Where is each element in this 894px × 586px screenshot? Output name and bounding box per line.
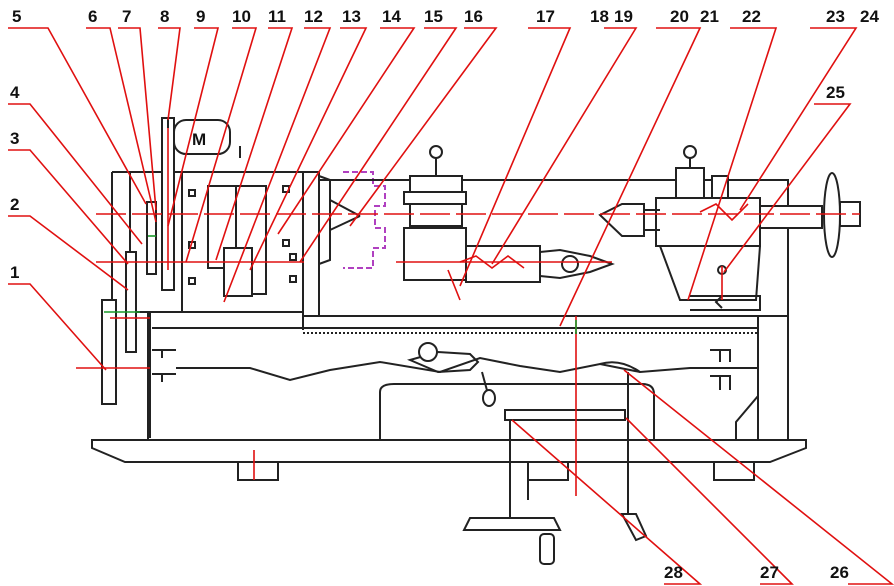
callout-1: 1: [10, 263, 19, 282]
machine-base: [91, 439, 807, 481]
apron: [152, 349, 759, 440]
callout-19: 19: [614, 7, 633, 26]
tool-post: [403, 145, 615, 407]
callout-27: 27: [760, 563, 779, 582]
callout-10: 10: [232, 7, 251, 26]
bed-ways: [302, 179, 789, 440]
kinematic-lines: [76, 128, 860, 496]
callout-24: 24: [860, 7, 879, 26]
callout-23: 23: [826, 7, 845, 26]
callout-20: 20: [670, 7, 689, 26]
callout-28: 28: [664, 563, 683, 582]
leader-lines: [8, 27, 894, 585]
lead-screw: [176, 356, 758, 382]
tailstock: [598, 145, 861, 311]
callout-3: 3: [10, 129, 19, 148]
callout-4: 4: [10, 83, 20, 102]
callout-11: 11: [268, 7, 286, 26]
callout-13: 13: [342, 7, 361, 26]
motor-label: M: [192, 130, 206, 149]
motor: M: [167, 118, 241, 158]
callout-6: 6: [88, 7, 97, 26]
callout-2: 2: [10, 195, 19, 214]
callout-21: 21: [700, 7, 719, 26]
callout-14: 14: [382, 7, 401, 26]
callout-12: 12: [304, 7, 323, 26]
callout-15: 15: [424, 7, 443, 26]
callout-16: 16: [464, 7, 483, 26]
callout-18: 18: [590, 7, 609, 26]
callout-25: 25: [826, 83, 845, 102]
callout-5: 5: [12, 7, 21, 26]
callout-22: 22: [742, 7, 761, 26]
callout-7: 7: [122, 7, 131, 26]
headstock: [101, 117, 304, 440]
callout-9: 9: [196, 7, 205, 26]
callout-8: 8: [160, 7, 169, 26]
callout-17: 17: [536, 7, 555, 26]
callout-26: 26: [830, 563, 849, 582]
callout-numbers: 1 2 3 4 5 6 7 8 9 10 11 12 13 14 15 16 1…: [10, 7, 879, 582]
